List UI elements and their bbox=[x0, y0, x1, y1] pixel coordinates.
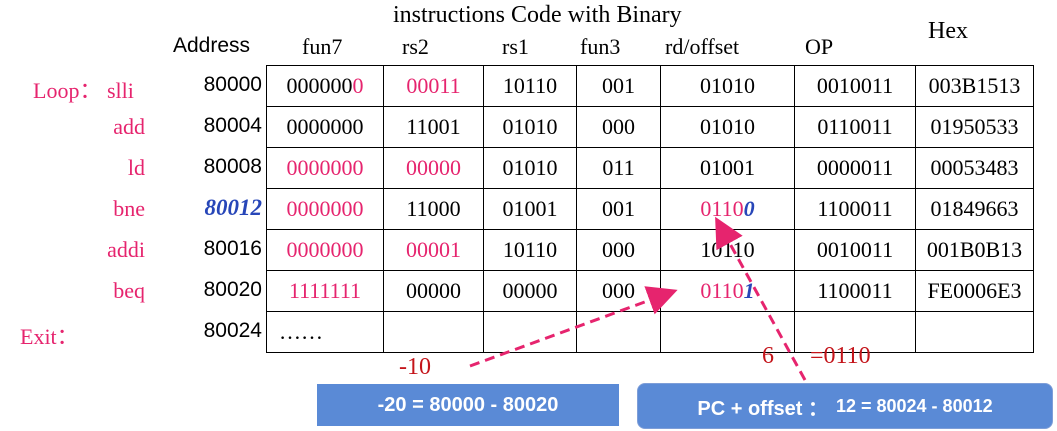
table-row: 0000000 00011 10110 001 01010 0010011 00… bbox=[266, 65, 1034, 107]
hex-cell bbox=[915, 311, 1034, 353]
header-fun3: fun3 bbox=[580, 34, 621, 59]
rs1-cell: 10110 bbox=[483, 65, 577, 107]
table-row: 0000000 11000 01001 001 01100 1100011 01… bbox=[266, 188, 1034, 230]
header-hex: Hex bbox=[928, 18, 968, 44]
row-label-ld: ld bbox=[127, 155, 145, 180]
op-cell: 0010011 bbox=[794, 229, 916, 271]
hex-cell: FE0006E3 bbox=[915, 270, 1034, 312]
offset-calc-box-left: -20 = 80000 - 80020 bbox=[317, 384, 619, 426]
instruction-table: 0000000 00011 10110 001 01010 0010011 00… bbox=[266, 65, 1034, 353]
header-rd-offset: rd/offset bbox=[665, 34, 740, 59]
rs1-cell: 00000 bbox=[483, 270, 577, 312]
offset-calc-box-right: PC + offset ： 12 = 80024 - 80012 bbox=[637, 383, 1053, 429]
op-cell: 1100011 bbox=[794, 188, 916, 230]
fun3-cell: 001 bbox=[576, 188, 661, 230]
hex-cell: 01950533 bbox=[915, 106, 1034, 148]
address-cell: 80016 bbox=[203, 237, 262, 260]
note-binary-0110: =0110 bbox=[810, 343, 871, 369]
arrow-minus-ten bbox=[469, 286, 678, 368]
address-cell: 80000 bbox=[203, 73, 262, 96]
rs2-cell: 00000 bbox=[383, 270, 484, 312]
address-cell: 80020 bbox=[203, 278, 262, 301]
fun7-cell: 1111111 bbox=[266, 270, 384, 312]
address-cell: 80008 bbox=[203, 155, 262, 178]
note-minus-ten: -10 bbox=[399, 354, 431, 380]
rd-offset-cell: 01100 bbox=[660, 188, 795, 230]
op-cell: 1100011 bbox=[794, 270, 916, 312]
table-row: 1111111 00000 00000 000 01101 1100011 FE… bbox=[266, 270, 1034, 312]
offset-calc-right-small: 12 = 80024 - 80012 bbox=[835, 395, 993, 416]
rs2-cell: 11001 bbox=[383, 106, 484, 148]
table-row: 0000000 11001 01010 000 01010 0110011 01… bbox=[266, 106, 1034, 148]
hex-cell: 001B0B13 bbox=[915, 229, 1034, 271]
table-row: 0000000 00000 01010 011 01001 0000011 00… bbox=[266, 147, 1034, 189]
rs1-cell: 01010 bbox=[483, 147, 577, 189]
fun7-cell: …… bbox=[266, 311, 384, 353]
arrow-six bbox=[715, 216, 807, 381]
address-cell: 80024 bbox=[203, 319, 262, 342]
rs1-cell: 01001 bbox=[483, 188, 577, 230]
hex-cell: 00053483 bbox=[915, 147, 1034, 189]
fun7-cell: 0000000 bbox=[266, 229, 384, 271]
fun7-cell: 0000000 bbox=[266, 65, 384, 107]
hex-cell: 003B1513 bbox=[915, 65, 1034, 107]
rs1-cell: 01010 bbox=[483, 106, 577, 148]
fun7-cell: 0000000 bbox=[266, 147, 384, 189]
offset-calc-left-text: -20 = 80000 - 80020 bbox=[377, 393, 559, 416]
address-cell: 80004 bbox=[203, 114, 262, 137]
note-six: 6 bbox=[762, 343, 774, 369]
row-label-beq: beq bbox=[113, 278, 145, 303]
table-title: instructions Code with Binary bbox=[393, 2, 682, 28]
rd-offset-cell: 01010 bbox=[660, 106, 795, 148]
header-rs1: rs1 bbox=[502, 34, 529, 59]
fun3-cell: 011 bbox=[576, 147, 661, 189]
fun7-cell: 0000000 bbox=[266, 106, 384, 148]
op-cell bbox=[794, 311, 916, 353]
fun3-cell: 000 bbox=[576, 229, 661, 271]
rs2-cell bbox=[383, 311, 484, 353]
op-cell: 0110011 bbox=[794, 106, 916, 148]
header-rs2: rs2 bbox=[402, 34, 429, 59]
header-fun7: fun7 bbox=[302, 34, 343, 59]
address-cell-highlighted: 80012 bbox=[204, 195, 263, 220]
header-op: OP bbox=[805, 34, 834, 59]
header-address: Address bbox=[173, 34, 251, 57]
row-label-exit: Exit： bbox=[20, 324, 79, 349]
row-label-bne: bne bbox=[113, 196, 145, 221]
fun3-cell: 001 bbox=[576, 65, 661, 107]
offset-calc-right-main: PC + offset ： bbox=[697, 397, 828, 420]
row-label-slli: Loop： slli bbox=[33, 78, 134, 103]
rs2-cell: 00001 bbox=[383, 229, 484, 271]
table-row: …… bbox=[266, 311, 1034, 353]
hex-cell: 01849663 bbox=[915, 188, 1034, 230]
rd-offset-cell: 01001 bbox=[660, 147, 795, 189]
row-label-add: add bbox=[113, 114, 145, 139]
rs2-cell: 00011 bbox=[383, 65, 484, 107]
row-label-addi: addi bbox=[107, 237, 145, 262]
op-cell: 0000011 bbox=[794, 147, 916, 189]
